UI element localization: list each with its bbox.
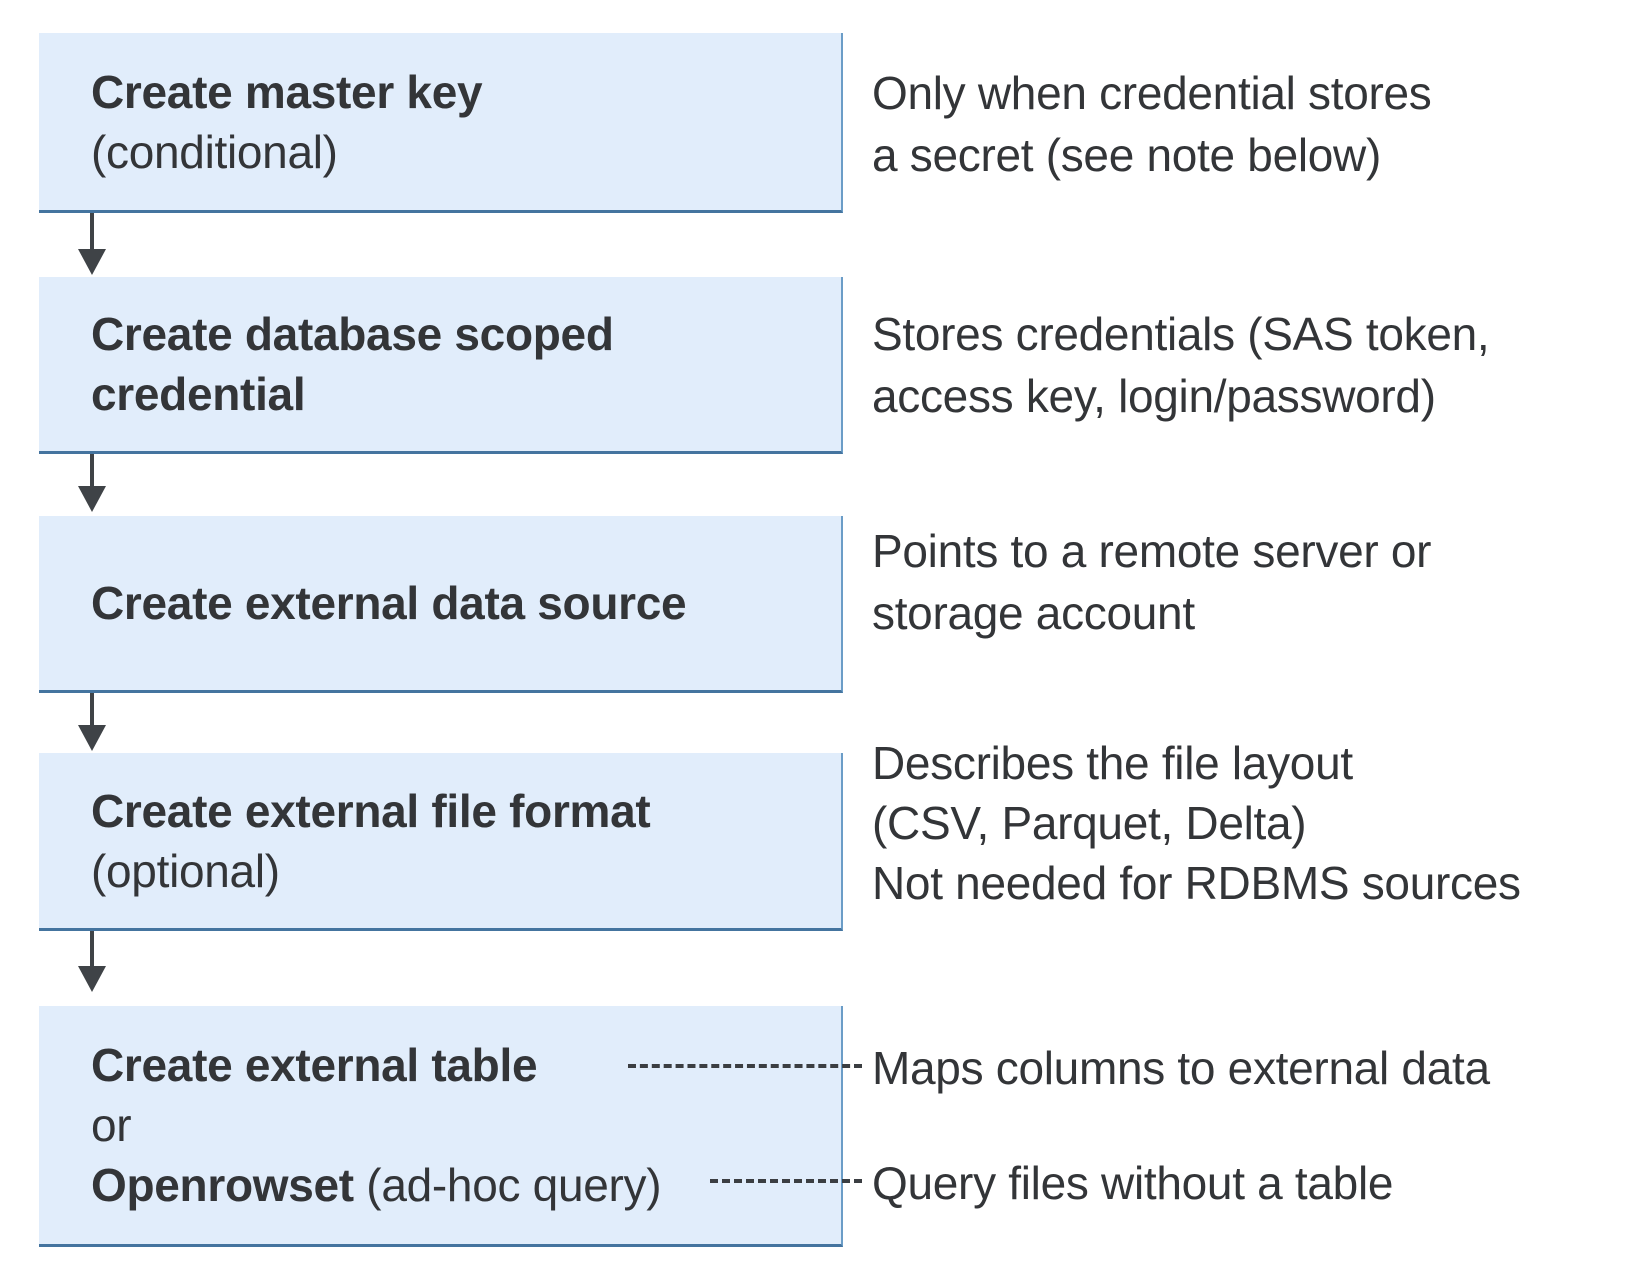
flow-arrow-shaft <box>90 931 94 966</box>
annotation-external-table: Maps columns to external data <box>872 1037 1490 1099</box>
annotation-master-key: Only when credential stores a secret (se… <box>872 62 1432 186</box>
box-title: Create external file format <box>91 784 651 837</box>
box-title: Create external table <box>91 1039 538 1091</box>
dashed-connector-openrowset <box>710 1179 862 1183</box>
box-title: Create master key <box>91 65 483 118</box>
annotation-line: Describes the file layout <box>872 737 1353 789</box>
annotation-line: a secret (see note below) <box>872 129 1381 181</box>
box-title-alt: Openrowset (ad-hoc query) <box>91 1155 821 1215</box>
annotation-line: Stores credentials (SAS token, <box>872 308 1490 360</box>
annotation-line: Maps columns to external data <box>872 1042 1490 1094</box>
box-subtitle: (optional) <box>91 844 280 897</box>
flow-arrow-head <box>78 249 106 275</box>
box-subtitle: (conditional) <box>91 125 338 178</box>
box-title: credential <box>91 368 306 420</box>
annotation-data-source: Points to a remote server or storage acc… <box>872 520 1431 644</box>
annotation-line: Not needed for RDBMS sources <box>872 857 1521 909</box>
flow-box-create-external-file-format: Create external file format (optional) <box>39 753 843 931</box>
annotation-scoped-credential: Stores credentials (SAS token, access ke… <box>872 303 1490 427</box>
annotation-line: Only when credential stores <box>872 67 1432 119</box>
annotation-openrowset: Query files without a table <box>872 1152 1393 1214</box>
flow-arrow-shaft <box>90 693 94 725</box>
openrowset-label: Openrowset <box>91 1159 354 1211</box>
box-or-label: or <box>91 1099 132 1151</box>
flow-box-create-database-scoped-credential: Create database scoped credential <box>39 277 843 454</box>
flow-arrow-shaft <box>90 454 94 486</box>
flow-box-create-master-key: Create master key (conditional) <box>39 33 843 213</box>
annotation-line: storage account <box>872 587 1195 639</box>
flow-arrow-head <box>78 966 106 992</box>
box-title: Create database scoped <box>91 308 614 360</box>
annotation-line: (CSV, Parquet, Delta) <box>872 797 1307 849</box>
annotation-line: access key, login/password) <box>872 370 1436 422</box>
annotation-line: Query files without a table <box>872 1157 1394 1209</box>
flow-arrow-shaft <box>90 213 94 249</box>
dashed-connector-external-table <box>628 1064 862 1068</box>
flow-box-create-external-table-or-openrowset: Create external table or Openrowset (ad-… <box>39 1006 843 1247</box>
flow-arrow-head <box>78 725 106 751</box>
annotation-file-format: Describes the file layout (CSV, Parquet,… <box>872 733 1521 913</box>
flow-arrow-head <box>78 486 106 512</box>
box-title: Create external data source <box>91 577 687 629</box>
adhoc-query-label: (ad-hoc query) <box>353 1159 662 1211</box>
annotation-line: Points to a remote server or <box>872 525 1432 577</box>
flow-box-create-external-data-source: Create external data source <box>39 516 843 693</box>
